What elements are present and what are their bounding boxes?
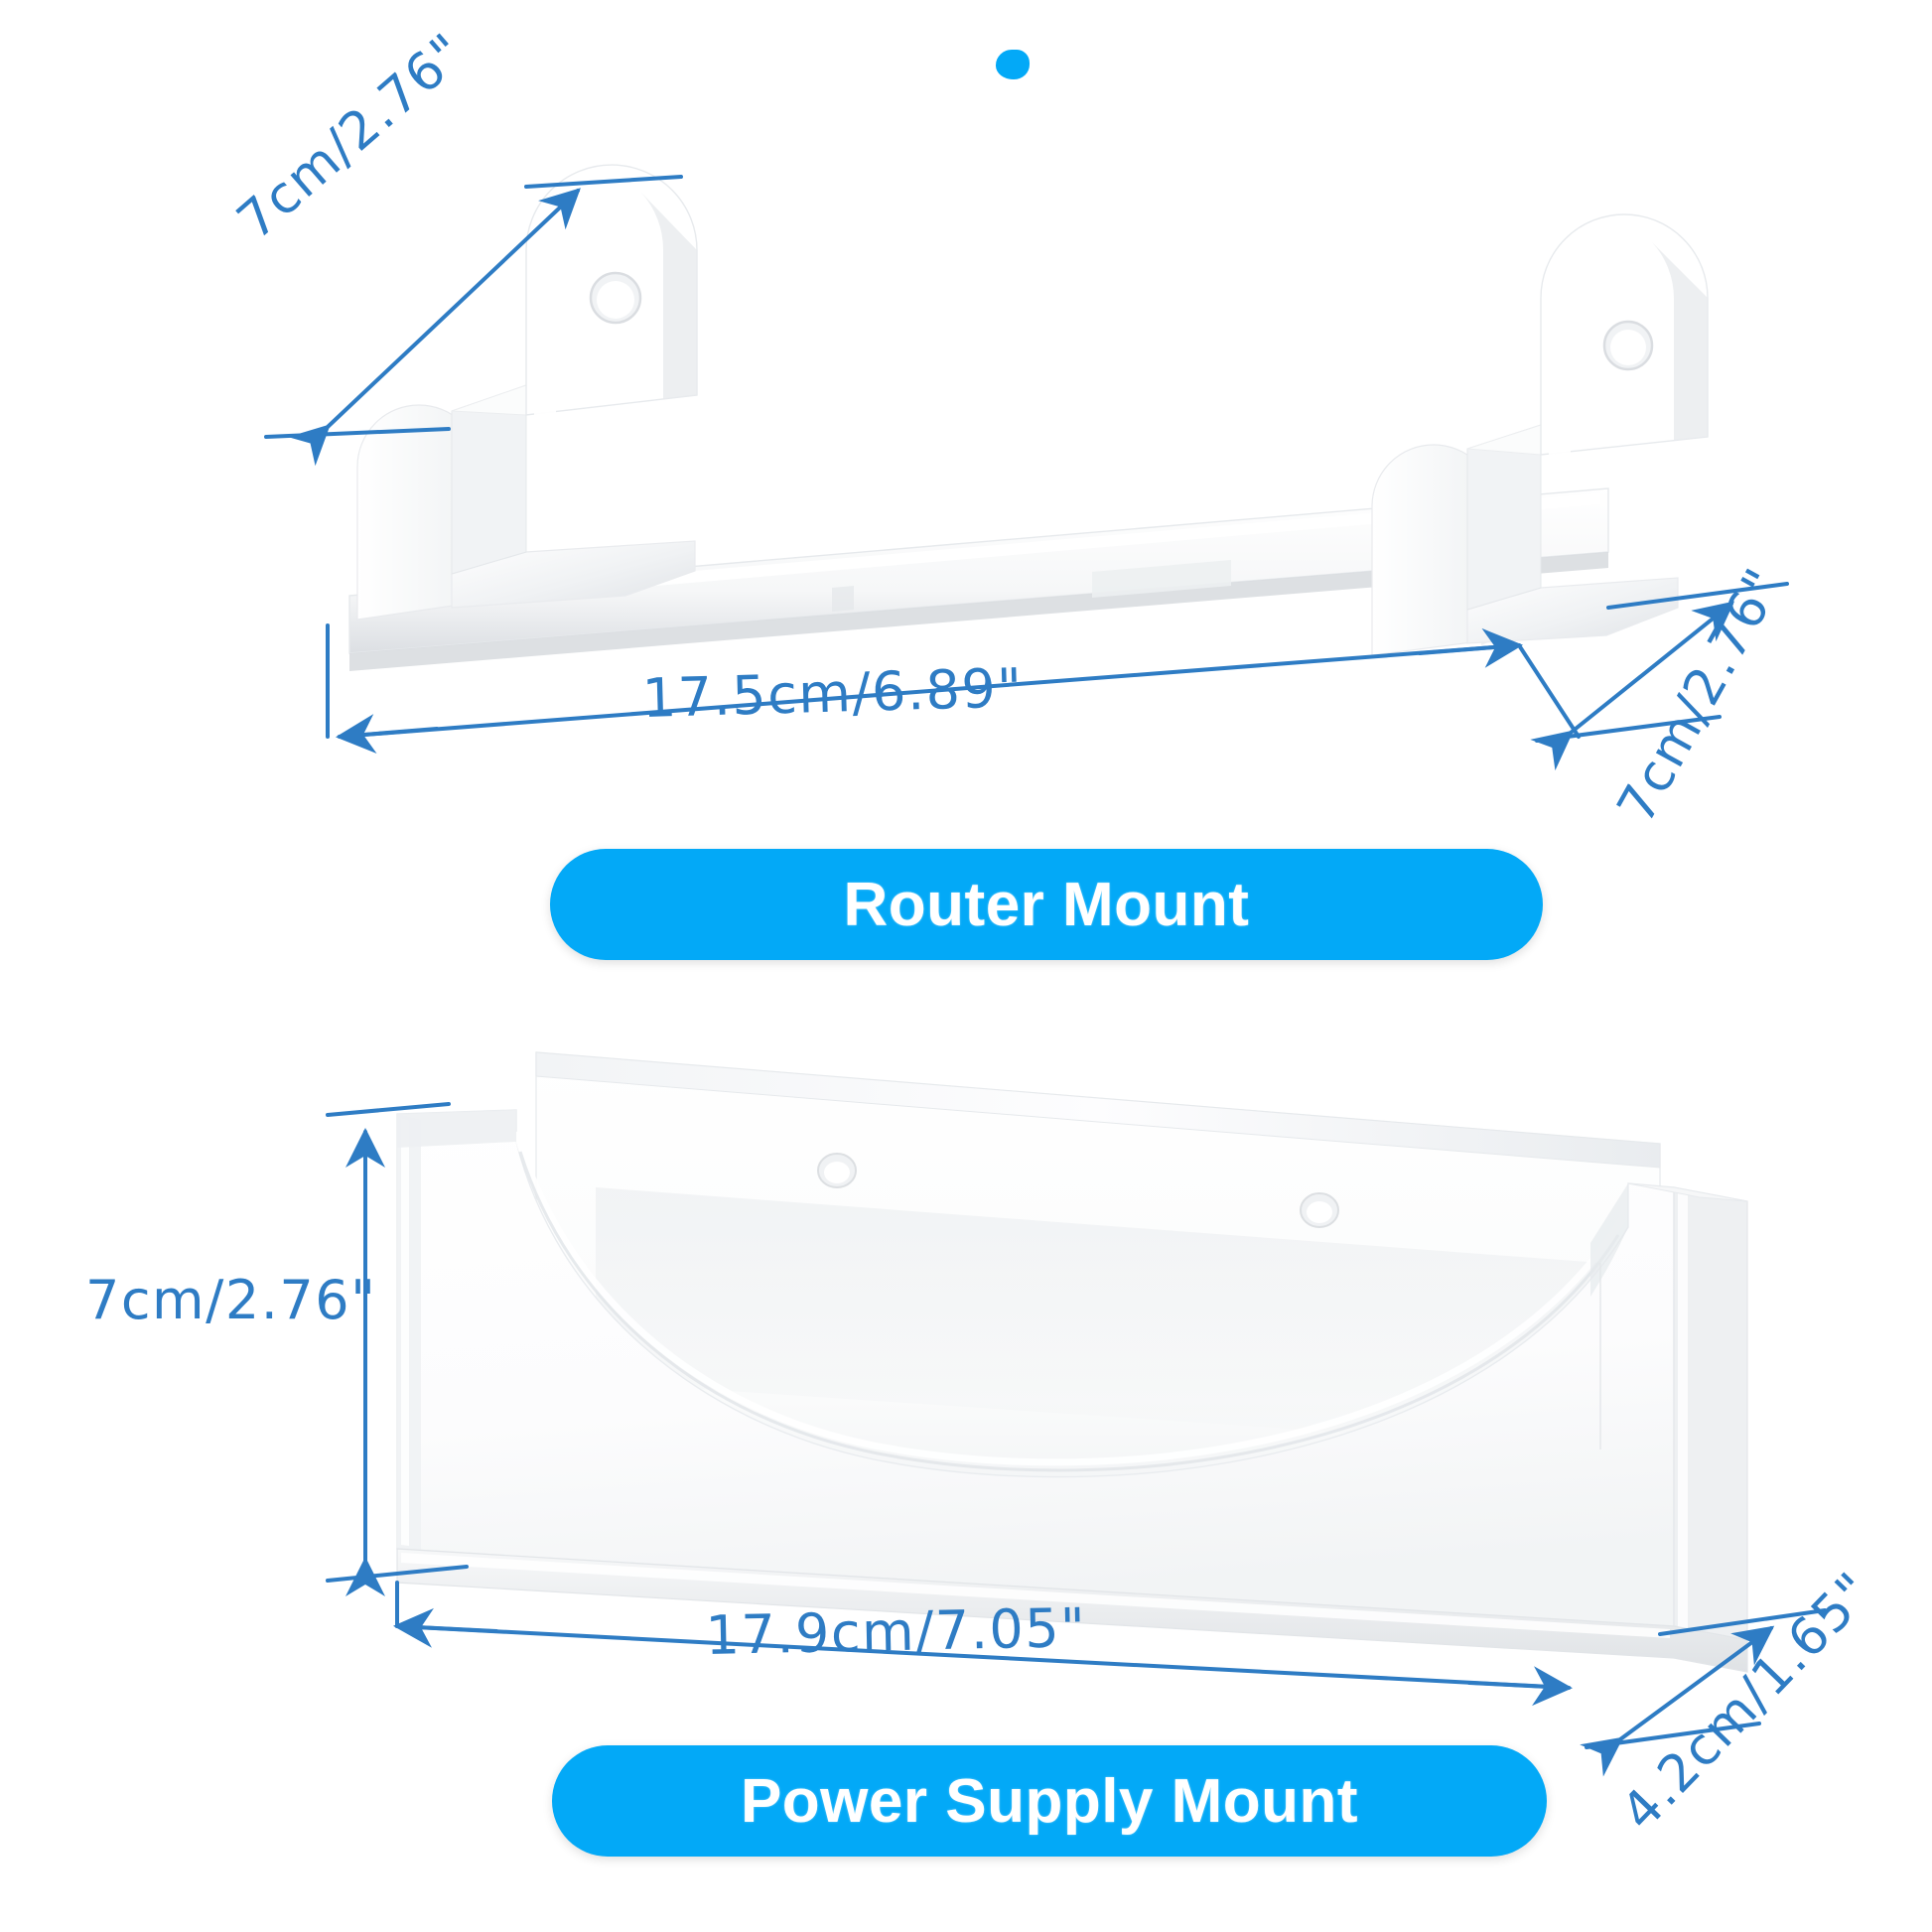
blue-blob-mark [996, 50, 1030, 79]
router-mount-badge-label: Router Mount [843, 870, 1250, 939]
power-supply-mount-badge-label: Power Supply Mount [740, 1766, 1359, 1836]
router-mount-badge[interactable]: Router Mount [550, 849, 1543, 960]
power-width-label: 17.9cm/7.05" [705, 1595, 1088, 1667]
power-height-label: 7cm/2.76" [85, 1269, 377, 1331]
power-supply-mount-badge[interactable]: Power Supply Mount [552, 1745, 1547, 1857]
